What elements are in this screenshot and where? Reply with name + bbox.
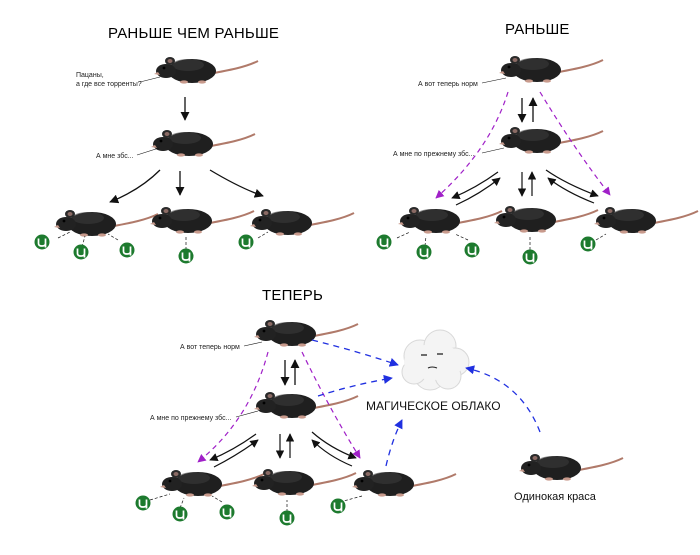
arrow-up-right [455,177,501,206]
arrow-down-left [209,433,257,461]
arrow-down-right [545,169,599,198]
utorrent-icon [278,509,296,527]
rat-icon [150,129,256,158]
rat-icon [159,469,265,498]
rat-speech-note: А вот теперь норм [418,81,478,88]
panel-title: РАНЬШЕ [505,21,570,38]
utorrent-icon [463,241,481,259]
rat-icon [149,206,255,235]
rat-icon [253,319,359,348]
purple-dashed-arrow [197,351,269,463]
blue-dashed-arrow [385,419,403,467]
utorrent-icon [33,233,51,251]
rat-icon [493,205,599,234]
utorrent-icon [118,241,136,259]
rat-icon [53,209,159,238]
rat-icon [351,469,457,498]
utorrent-icon [218,503,236,521]
panel-now: ТЕПЕРЬ А вот теперь норм А мне по прежне… [134,287,624,527]
rat-icon [153,56,259,85]
panel-before-before: РАНЬШЕ ЧЕМ РАНЬШЕ Пацаны, а где все торр… [33,25,355,265]
utorrent-icon [171,505,189,523]
panel-title: ТЕПЕРЬ [262,287,323,304]
arrow-up-left [311,439,353,467]
utorrent-icon [72,243,90,261]
blue-dashed-arrow [311,339,399,367]
arrow-down-right [311,431,357,460]
utorrent-icon [579,235,597,253]
rat-icon [498,55,604,84]
rat-icon [253,391,359,420]
rat-speech-note: А мне по прежнему збс... [150,414,231,422]
blue-dashed-arrow [465,365,541,433]
arrow-down-left [109,169,161,204]
rat-icon [498,126,604,155]
arrow-down-left [451,171,499,199]
rat-icon [593,206,699,235]
rat-speech-note: А вот теперь норм [180,344,240,351]
utorrent-icon [237,233,255,251]
rat-speech-note: а где все торренты? [76,81,142,88]
cloud-icon [401,329,470,391]
blue-dashed-arrow [317,374,393,397]
utorrent-icon [329,497,347,515]
utorrent-icon [177,247,195,265]
purple-dashed-arrow [435,91,509,199]
utorrent-icon [415,243,433,261]
cloud-label: МАГИЧЕСКОЕ ОБЛАКО [366,399,501,413]
utorrent-icon [375,233,393,251]
lonely-caption: Одинокая краса [514,491,597,503]
rat-icon [518,453,624,482]
panel-title: РАНЬШЕ ЧЕМ РАНЬШЕ [108,25,279,42]
rat-icon [251,468,357,497]
panel-before: РАНЬШЕ А вот теперь норм А мне по прежне… [375,21,699,266]
utorrent-icon [521,248,539,266]
purple-dashed-arrow [301,351,361,459]
rat-icon [397,206,503,235]
arrow-down-right [209,169,264,198]
purple-dashed-arrow [539,91,611,196]
rat-speech-note: Пацаны, [76,72,104,79]
arrow-up-left [547,177,595,204]
rat-speech-note: А мне збс... [96,152,134,160]
rat-icon [249,208,355,237]
rat-speech-note: А мне по прежнему збс... [393,150,474,158]
arrow-up-right [213,439,259,468]
utorrent-icon [134,494,152,512]
